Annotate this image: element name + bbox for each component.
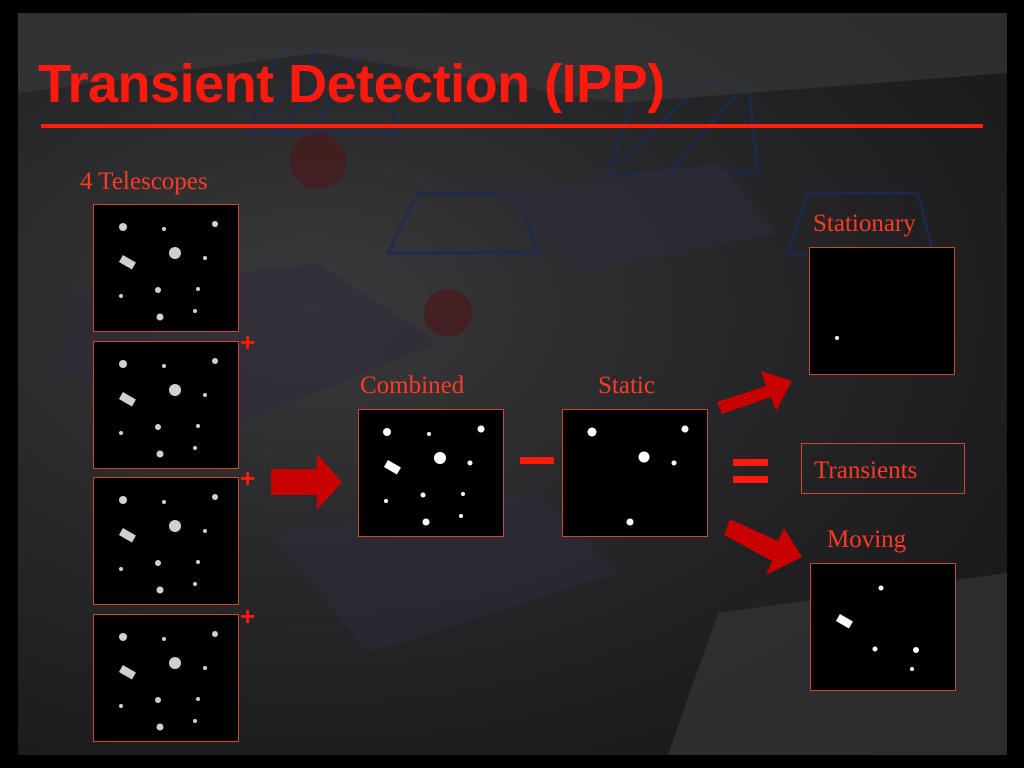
transients-label: Transients	[814, 457, 918, 484]
telescope-image-2	[93, 341, 239, 469]
up-right-arrow-icon	[717, 371, 792, 414]
transients-box: Transients	[801, 443, 965, 494]
plus-sign-2: +	[240, 463, 256, 493]
telescope-image-1	[93, 204, 239, 332]
stationary-image	[809, 247, 955, 375]
slide-title: Transient Detection (IPP)	[38, 54, 665, 114]
telescope-image-4	[93, 614, 239, 742]
minus-sign	[520, 457, 554, 464]
plus-sign-1: +	[240, 327, 256, 357]
moving-image	[810, 563, 956, 691]
plus-sign-3: +	[240, 601, 256, 631]
static-image	[562, 409, 708, 537]
static-label: Static	[598, 372, 655, 399]
combined-image	[358, 409, 504, 537]
slide: Transient Detection (IPP) 4 Telescopes C…	[18, 13, 1007, 755]
equals-sign-bottom	[733, 476, 768, 483]
right-arrow-icon	[271, 454, 342, 510]
equals-sign-top	[733, 459, 768, 466]
moving-label: Moving	[827, 526, 907, 553]
down-right-arrow-icon	[724, 519, 802, 575]
title-underline	[41, 124, 983, 128]
telescopes-label: 4 Telescopes	[80, 168, 208, 195]
combined-label: Combined	[360, 372, 465, 399]
stationary-label: Stationary	[813, 210, 916, 237]
telescope-image-3	[93, 477, 239, 605]
